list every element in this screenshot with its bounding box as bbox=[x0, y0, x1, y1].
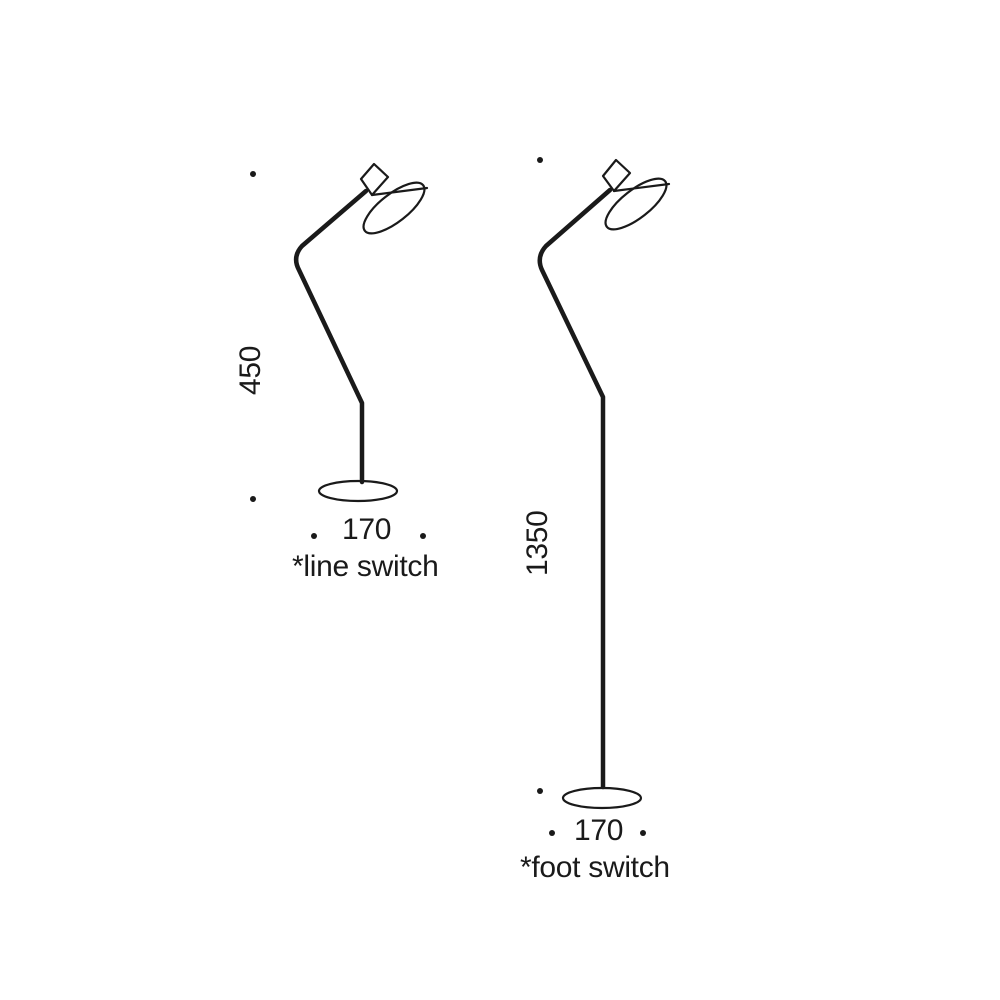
table-lamp-arm bbox=[293, 188, 369, 485]
dimension-dot bbox=[250, 171, 256, 177]
dimension-dot bbox=[640, 830, 646, 836]
table-lamp-switch-note: *line switch bbox=[292, 550, 439, 583]
floor-lamp-height-label: 1350 bbox=[521, 510, 554, 576]
floor-lamp bbox=[537, 158, 671, 810]
dimension-dot bbox=[311, 533, 317, 539]
dimension-dot bbox=[420, 533, 426, 539]
floor-lamp-base-width-label: 170 bbox=[574, 814, 624, 847]
table-lamp-base-width-label: 170 bbox=[342, 513, 392, 546]
floor-lamp-arm bbox=[537, 187, 613, 790]
table-lamp-height-label: 450 bbox=[234, 345, 267, 395]
table-lamp-shade bbox=[359, 162, 429, 235]
dimension-dot bbox=[537, 788, 543, 794]
floor-lamp-switch-note: *foot switch bbox=[520, 851, 670, 884]
dimension-dot bbox=[250, 496, 256, 502]
dimension-dot bbox=[537, 157, 543, 163]
table-lamp bbox=[293, 162, 429, 503]
floor-lamp-dimension-dots bbox=[537, 157, 646, 836]
floor-lamp-shade bbox=[601, 158, 671, 231]
table-lamp-dimension-dots bbox=[250, 171, 426, 539]
dimension-dot bbox=[549, 830, 555, 836]
table-lamp-base bbox=[317, 479, 399, 503]
floor-lamp-base bbox=[561, 786, 643, 810]
